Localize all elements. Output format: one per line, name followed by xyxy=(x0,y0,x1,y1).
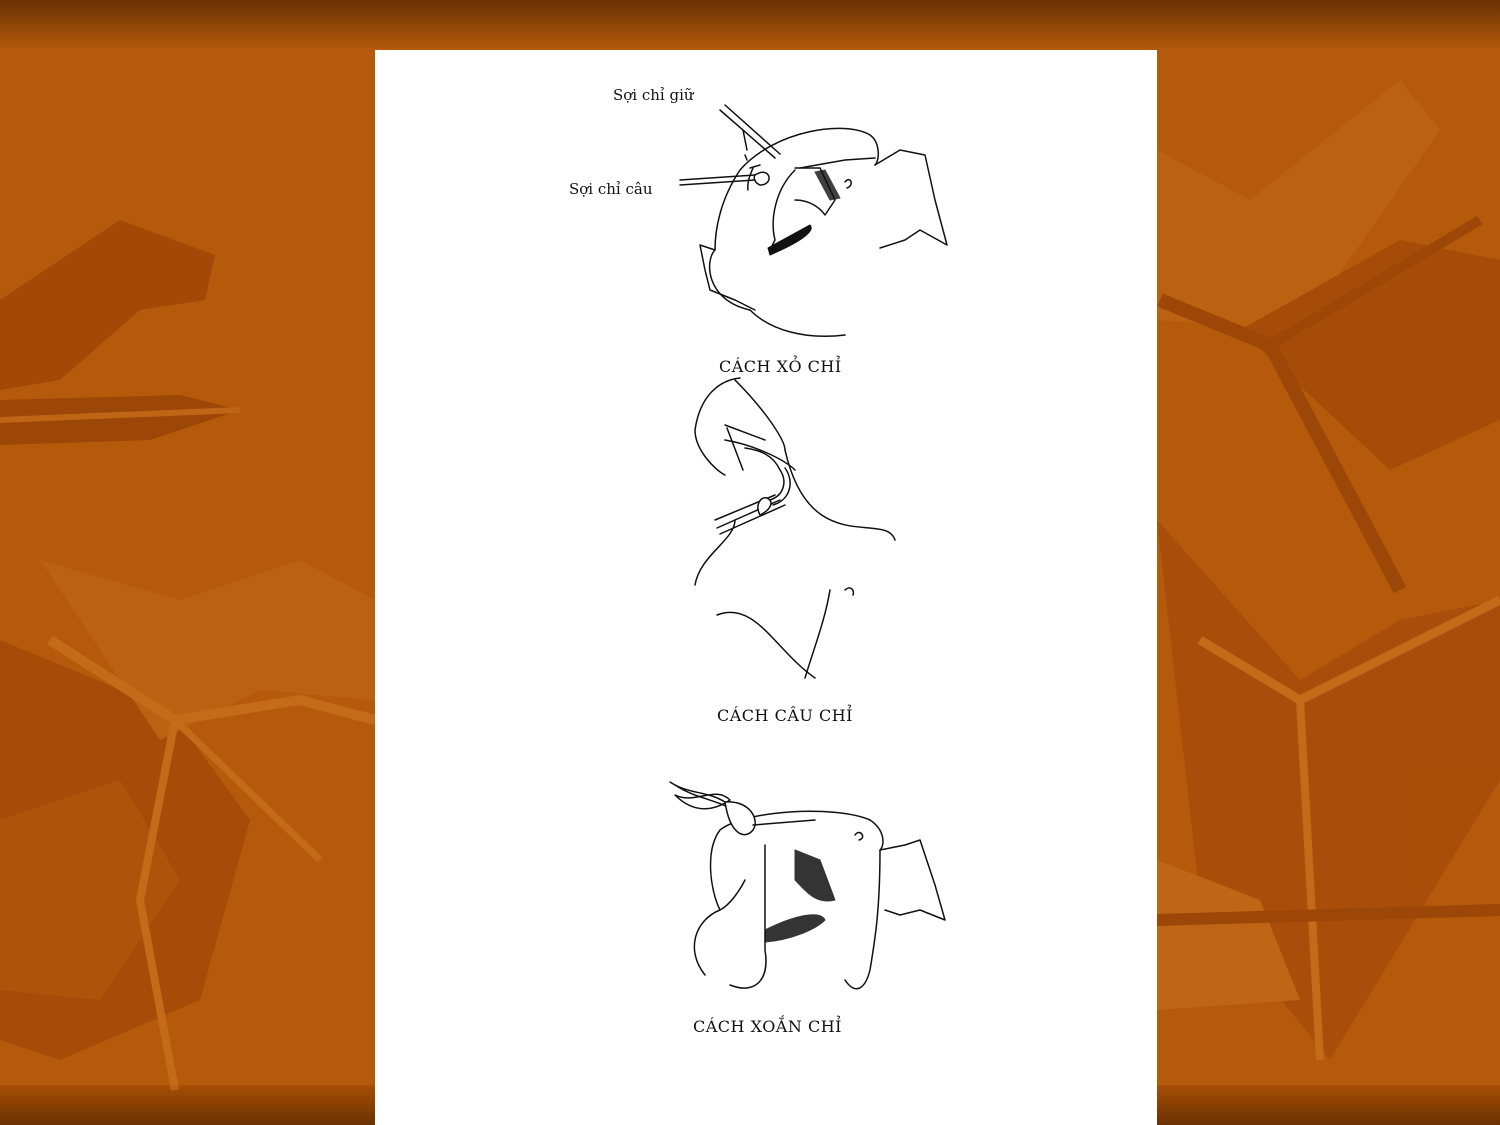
caption-hooking: CÁCH CÂU CHỈ xyxy=(717,706,853,725)
caption-twisting: CÁCH XOẮN CHỈ xyxy=(693,1017,842,1036)
figure-threading-drawing xyxy=(679,104,948,338)
label-hooking-thread: Sợi chỉ câu xyxy=(569,180,653,198)
label-holding-thread: Sợi chỉ giữ xyxy=(613,86,694,104)
illustration-page: Sợi chỉ giữ Sợi chỉ câu CÁCH XỎ CHỈ CÁCH… xyxy=(375,50,1157,1125)
suture-illustrations xyxy=(669,104,948,990)
figure-hooking-drawing xyxy=(694,377,896,679)
figure-twisting-drawing xyxy=(669,781,946,990)
caption-threading: CÁCH XỎ CHỈ xyxy=(719,357,842,376)
leaf-decor-left xyxy=(0,220,377,1091)
leaf-decor-right xyxy=(1156,80,1500,1061)
